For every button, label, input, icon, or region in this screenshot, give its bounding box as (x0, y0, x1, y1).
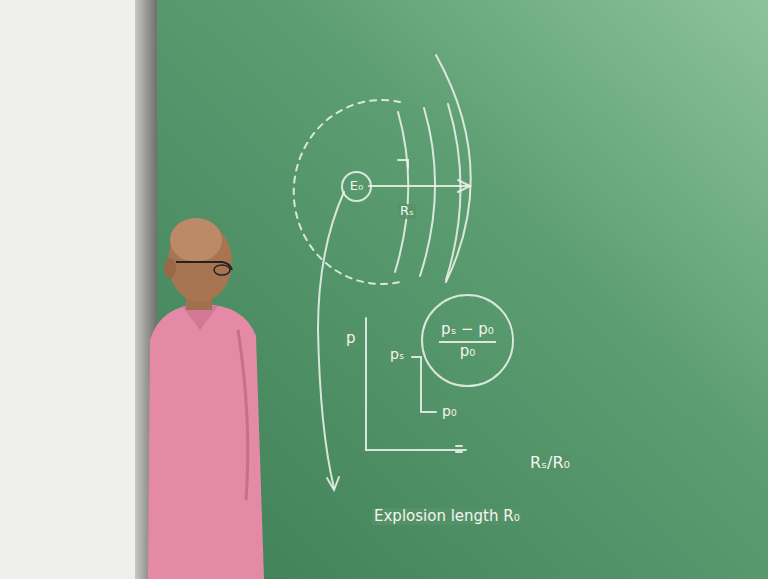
pressure-label: p₀ (440, 403, 459, 419)
energy-circle: E₀ (341, 171, 372, 202)
tick-mark (398, 160, 408, 168)
arrow-head (327, 477, 339, 490)
r-axis (366, 449, 466, 451)
pressure-step (412, 357, 436, 412)
axis-tick (456, 446, 462, 452)
ratio-label: Rₛ/R₀ (528, 454, 572, 472)
radius-label: Rₛ (398, 204, 416, 219)
pink-shirt (148, 304, 264, 579)
wall (0, 0, 135, 579)
circle-text: E₀ (350, 179, 363, 194)
chalk-drawing (294, 55, 471, 490)
shock-front (395, 112, 408, 272)
arm (238, 330, 248, 500)
glasses-lens (214, 265, 230, 275)
radius-arrow (369, 185, 468, 187)
caption-note: Explosion length R₀ (372, 508, 522, 525)
glasses (176, 262, 232, 270)
p-axis (365, 318, 367, 450)
axis-label: p (344, 330, 358, 347)
ear (164, 258, 176, 278)
shock-front (420, 108, 435, 276)
pointer-arrow (318, 192, 344, 488)
bald-scalp (170, 218, 222, 262)
circle-text: p₀ (460, 343, 476, 360)
dashed-circle (294, 100, 400, 284)
pressure-label: pₛ (388, 346, 406, 362)
ratio-circle: pₛ − p₀p₀ (421, 294, 514, 387)
circle-text: pₛ − p₀ (439, 321, 496, 342)
shock-front (436, 55, 471, 282)
lecturer (148, 218, 264, 579)
